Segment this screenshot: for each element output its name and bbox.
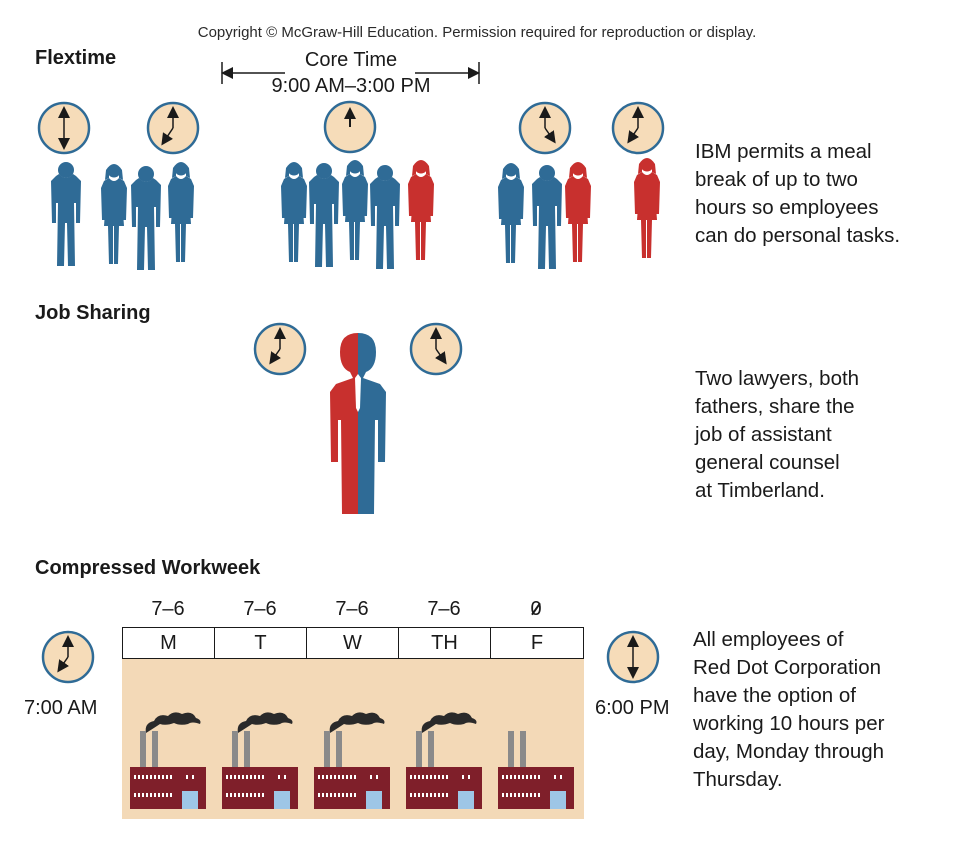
compressed-workweek-title: Compressed Workweek xyxy=(35,557,261,579)
caption-line: All employees of xyxy=(693,628,844,651)
core-time-range: 9:00 AM–3:00 PM xyxy=(271,75,431,97)
worker-icon xyxy=(408,160,434,260)
caption-line: general counsel xyxy=(695,451,840,474)
worker-icon xyxy=(565,162,591,262)
end-time-label: 6:00 PM xyxy=(595,697,670,719)
worker-icon xyxy=(532,165,562,269)
caption-line: Thursday. xyxy=(693,768,783,791)
day-thursday: TH xyxy=(398,627,491,659)
clock-icon xyxy=(41,630,95,684)
factory-icon xyxy=(222,712,298,809)
worker-icon xyxy=(498,163,524,263)
hours-label: 7–6 xyxy=(243,598,277,620)
caption-line: IBM permits a meal xyxy=(695,140,872,163)
caption-line: at Timberland. xyxy=(695,479,825,502)
hours-label: 7–6 xyxy=(427,598,461,620)
caption-line: working 10 hours per xyxy=(693,712,885,735)
hours-label: 7–6 xyxy=(151,598,185,620)
caption-line: day, Monday through xyxy=(693,740,885,763)
hours-label: 7–6 xyxy=(335,598,369,620)
clock-icon xyxy=(409,322,463,376)
caption-line: hours so employees xyxy=(695,196,879,219)
caption-line: break of up to two xyxy=(695,168,858,191)
day-tuesday: T xyxy=(214,627,307,659)
shared-lawyer-figure xyxy=(330,333,386,514)
worker-icon xyxy=(168,162,194,262)
flextime-title: Flextime xyxy=(35,47,117,69)
caption-line: Two lawyers, both xyxy=(695,367,860,390)
worker-icon xyxy=(370,165,400,269)
clock-icon xyxy=(606,630,660,684)
clock-icon xyxy=(146,101,200,155)
worker-icon xyxy=(309,163,339,267)
copyright-notice: Copyright © McGraw-Hill Education. Permi… xyxy=(197,24,757,41)
zero-hours: 0 xyxy=(530,598,541,621)
job-sharing-title: Job Sharing xyxy=(35,302,151,324)
caption-line: job of assistant xyxy=(695,423,832,446)
factory-icon xyxy=(314,712,390,809)
compressed-caption: All employees of Red Dot Corporation hav… xyxy=(693,626,884,794)
day-monday: M xyxy=(122,627,215,659)
job-sharing-caption: Two lawyers, both fathers, share the job… xyxy=(695,365,859,505)
worker-icon xyxy=(51,162,81,266)
hours-label-off: 0 xyxy=(490,598,582,621)
caption-line: Red Dot Corporation xyxy=(693,656,882,679)
caption-line: have the option of xyxy=(693,684,856,707)
worker-icon xyxy=(342,160,368,260)
factories xyxy=(130,712,574,809)
clock-icon xyxy=(518,101,572,155)
worker-icon xyxy=(634,158,660,258)
core-time-label: Core Time 9:00 AM–3:00 PM xyxy=(222,47,480,99)
caption-line: can do personal tasks. xyxy=(695,224,901,247)
caption-line: fathers, share the xyxy=(695,395,855,418)
clock-icon xyxy=(253,322,307,376)
start-time-label: 7:00 AM xyxy=(24,697,98,719)
factory-icon xyxy=(406,712,482,809)
worker-icon xyxy=(101,164,127,264)
factory-icon xyxy=(130,712,206,809)
clock-icon xyxy=(37,101,91,155)
flextime-caption: IBM permits a meal break of up to two ho… xyxy=(695,138,900,250)
workweek-panel: M T W TH F xyxy=(122,627,584,819)
worker-icon xyxy=(281,162,307,262)
day-wednesday: W xyxy=(306,627,399,659)
factory-idle-icon xyxy=(498,731,574,809)
day-friday: F xyxy=(490,627,584,659)
clock-icon xyxy=(611,101,665,155)
worker-icon xyxy=(131,166,161,270)
clock-icon xyxy=(323,100,377,154)
core-time-heading: Core Time xyxy=(304,49,398,71)
